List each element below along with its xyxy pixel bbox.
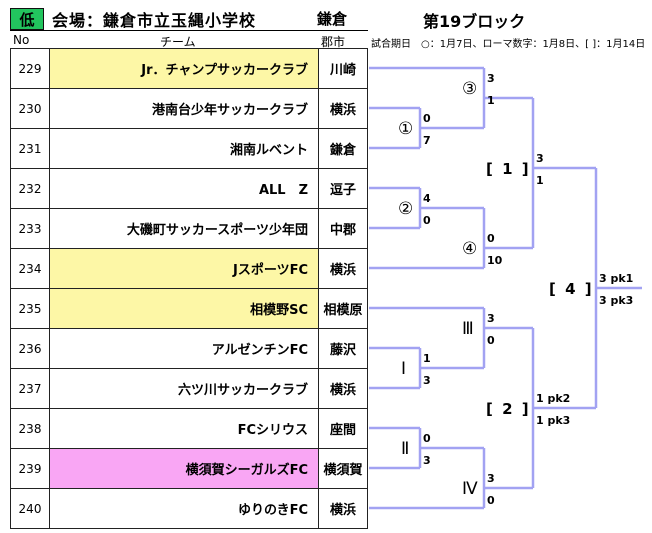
team-table: 229 Jr．チャンプサッカークラブ 川崎 230 港南台少年サッカークラブ 横… — [10, 48, 368, 529]
score: 3 — [423, 374, 431, 387]
team-name: ALL Z — [49, 168, 319, 209]
score: 7 — [423, 134, 431, 147]
score: 3 — [423, 454, 431, 467]
team-city: 川崎 — [318, 48, 368, 89]
match-label: ④ — [462, 239, 477, 259]
column-header-city: 郡市 — [321, 35, 346, 49]
score: 3 — [487, 72, 495, 85]
team-name: ゆりのきFC — [49, 488, 319, 529]
table-row: 236 アルゼンチンFC 藤沢 — [10, 328, 368, 369]
team-city: 鎌倉 — [318, 128, 368, 169]
team-name: 港南台少年サッカークラブ — [49, 88, 319, 129]
table-row: 234 JスポーツFC 横浜 — [10, 248, 368, 289]
team-number: 236 — [10, 328, 50, 369]
match-label: Ⅳ — [462, 479, 478, 499]
team-city: 横須賀 — [318, 448, 368, 489]
score: 0 — [423, 432, 431, 445]
table-row: 239 横須賀シーガルズFC 横須賀 — [10, 448, 368, 489]
score: 3 pk1 — [599, 272, 633, 285]
column-header-no: No — [13, 33, 30, 47]
team-name: JスポーツFC — [49, 248, 319, 289]
score: 10 — [487, 254, 503, 267]
team-city: 横浜 — [318, 368, 368, 409]
match-label: ① — [398, 119, 413, 139]
level-badge: 低 — [10, 8, 44, 30]
match-label: Ⅱ — [401, 439, 409, 459]
table-row: 237 六ツ川サッカークラブ 横浜 — [10, 368, 368, 409]
team-city: 横浜 — [318, 88, 368, 129]
table-row: 229 Jr．チャンプサッカークラブ 川崎 — [10, 48, 368, 89]
team-name: FCシリウス — [49, 408, 319, 449]
match-label: [ 1 ] — [486, 160, 531, 178]
score: 3 — [487, 312, 495, 325]
score: 0 — [487, 494, 495, 507]
match-label: ② — [398, 199, 413, 219]
match-label: Ⅰ — [401, 359, 406, 379]
score: 0 — [423, 214, 431, 227]
table-row: 230 港南台少年サッカークラブ 横浜 — [10, 88, 368, 129]
team-name: 相模野SC — [49, 288, 319, 329]
team-city: 相模原 — [318, 288, 368, 329]
team-city: 座間 — [318, 408, 368, 449]
match-label: [ 2 ] — [486, 400, 531, 418]
team-city: 横浜 — [318, 488, 368, 529]
team-number: 231 — [10, 128, 50, 169]
match-label: Ⅲ — [462, 319, 474, 339]
table-row: 240 ゆりのきFC 横浜 — [10, 488, 368, 529]
score: 0 — [487, 232, 495, 245]
score: 1 pk3 — [536, 414, 570, 427]
team-number: 238 — [10, 408, 50, 449]
team-name: Jr．チャンプサッカークラブ — [49, 48, 319, 89]
score: 3 pk3 — [599, 294, 633, 307]
score: 0 — [423, 112, 431, 125]
team-city: 逗子 — [318, 168, 368, 209]
column-header-team: チーム — [160, 35, 196, 49]
host-city: 鎌倉 — [317, 10, 348, 28]
team-name: 横須賀シーガルズFC — [49, 448, 319, 489]
team-name: 大磯町サッカースポーツ少年団 — [49, 208, 319, 249]
title-underline — [10, 30, 368, 31]
score: 1 — [423, 352, 431, 365]
venue-title: 会場：鎌倉市立玉縄小学校 — [52, 11, 257, 30]
score: 1 pk2 — [536, 392, 570, 405]
table-row: 235 相模野SC 相模原 — [10, 288, 368, 329]
schedule-legend: 試合期日 ○：1月7日、ローマ数字：1月8日、[ ]：1月14日 — [371, 39, 646, 50]
team-number: 232 — [10, 168, 50, 209]
score: 3 — [487, 472, 495, 485]
score: 3 — [536, 152, 544, 165]
table-row: 238 FCシリウス 座間 — [10, 408, 368, 449]
table-row: 232 ALL Z 逗子 — [10, 168, 368, 209]
team-number: 229 — [10, 48, 50, 89]
block-title: 第19ブロック — [423, 12, 526, 31]
score: 1 — [536, 174, 544, 187]
match-label: [ 4 ] — [549, 280, 594, 298]
match-label: ③ — [462, 79, 477, 99]
team-city: 横浜 — [318, 248, 368, 289]
score: 4 — [423, 192, 431, 205]
team-number: 233 — [10, 208, 50, 249]
team-number: 230 — [10, 88, 50, 129]
score: 1 — [487, 94, 495, 107]
team-number: 235 — [10, 288, 50, 329]
score: 0 — [487, 334, 495, 347]
team-name: アルゼンチンFC — [49, 328, 319, 369]
